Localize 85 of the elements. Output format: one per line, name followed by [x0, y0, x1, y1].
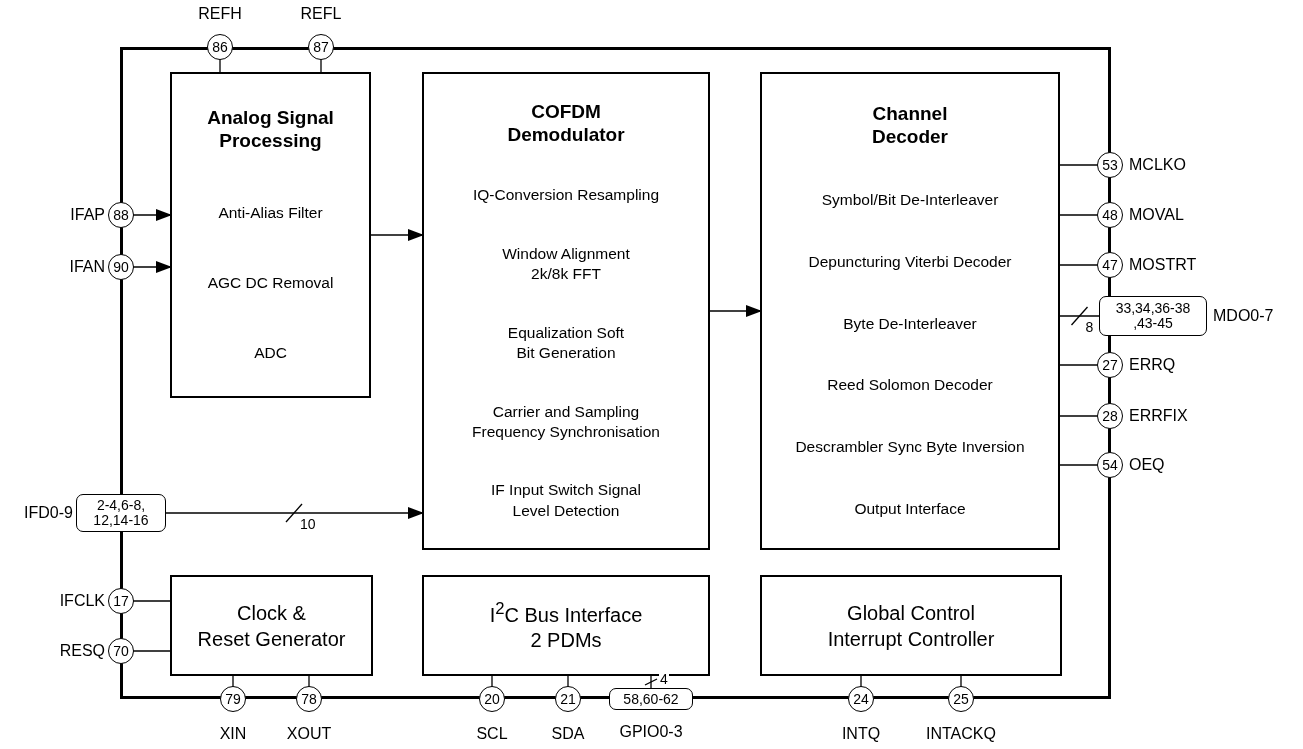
block-text: IQ-Conversion Resampling: [472, 185, 660, 206]
pin-number-circle: 24: [848, 686, 874, 712]
pin-label: IFCLK: [59, 593, 105, 609]
pin-label: MOVAL: [1129, 207, 1184, 223]
function-block: [170, 575, 373, 676]
pin-number-circle: 28: [1097, 403, 1123, 429]
pin-number-box: 2-4,6-8, 12,14-16: [76, 494, 166, 532]
signal-line: [960, 674, 962, 688]
block-title: Analog Signal Processing: [206, 107, 335, 153]
block-title: Channel Decoder: [871, 102, 949, 149]
function-block: [760, 72, 1060, 550]
block-text: Byte De-Interleaver: [843, 313, 977, 334]
pin-number-circle: 86: [207, 34, 233, 60]
signal-line: [567, 674, 569, 688]
pin-label: MDO0-7: [1213, 308, 1274, 324]
pin-label: SDA: [551, 726, 585, 742]
block-title: COFDM Demodulator: [506, 101, 626, 147]
pin-number-circle: 78: [296, 686, 322, 712]
pin-number-circle: 79: [220, 686, 246, 712]
block-text: Carrier and Sampling Frequency Synchronisation: [471, 401, 661, 442]
pin-number-box: 33,34,36-38 ,43-45: [1099, 296, 1207, 336]
pin-number-circle: 17: [108, 588, 134, 614]
block-text: ADC: [254, 342, 287, 363]
signal-line: [132, 650, 172, 652]
pin-number-circle: 90: [108, 254, 134, 280]
pin-number-circle: 27: [1097, 352, 1123, 378]
pin-number-circle: 48: [1097, 202, 1123, 228]
pin-label: ERRFIX: [1129, 408, 1188, 424]
signal-line: [644, 674, 658, 690]
pin-number-circle: 87: [308, 34, 334, 60]
pin-number-circle: 53: [1097, 152, 1123, 178]
pin-label: REFL: [300, 6, 342, 22]
signal-line: [491, 674, 493, 688]
pin-label: IFAN: [69, 259, 105, 275]
signal-line: [308, 674, 310, 688]
block-text: Descrambler Sync Byte Inversion: [795, 437, 1025, 458]
pin-label: XOUT: [286, 726, 332, 742]
block-text: Output Interface: [854, 498, 966, 519]
signal-arrow: [164, 503, 424, 523]
pin-number-circle: 88: [108, 202, 134, 228]
signal-line: [232, 674, 234, 688]
pin-label: INTACKQ: [926, 726, 996, 742]
pin-label: MCLKO: [1129, 157, 1186, 173]
block-text: AGC DC Removal: [207, 272, 334, 293]
pin-label: INTQ: [841, 726, 881, 742]
signal-arrow: [132, 261, 172, 273]
pin-label: IFAP: [70, 207, 105, 223]
pin-number-circle: 47: [1097, 252, 1123, 278]
bus-width-label: 4: [659, 672, 669, 686]
signal-arrow: [132, 209, 172, 221]
pin-number-circle: 21: [555, 686, 581, 712]
pin-label: MOSTRT: [1129, 257, 1197, 273]
block-text: Equalization Soft Bit Generation: [506, 322, 626, 363]
block-text: Anti-Alias Filter: [218, 202, 323, 223]
pin-label: GPIO0-3: [619, 724, 683, 740]
function-block: [422, 575, 710, 676]
pin-label: SCL: [476, 726, 508, 742]
bus-width-label: 10: [299, 517, 317, 531]
pin-label: ERRQ: [1129, 357, 1176, 373]
function-block: [170, 72, 371, 398]
block-text: Clock & Reset Generator: [196, 600, 347, 652]
pin-number-circle: 20: [479, 686, 505, 712]
pin-label: OEQ: [1129, 457, 1165, 473]
bus-width-label: 8: [1084, 320, 1095, 334]
block-text: Window Alignment 2k/8k FFT: [501, 244, 631, 285]
pin-label: XIN: [219, 726, 247, 742]
pin-number-circle: 25: [948, 686, 974, 712]
block-text: Symbol/Bit De-Interleaver: [821, 190, 999, 211]
pin-number-box: 58,60-62: [609, 688, 693, 710]
block-text: I$^{2}$C Bus Interface 2 PDMs: [488, 597, 644, 654]
signal-line: [132, 600, 172, 602]
function-block: [760, 575, 1062, 676]
function-block: [422, 72, 710, 550]
block-text: Reed Solomon Decoder: [827, 375, 993, 396]
pin-label: IFD0-9: [24, 505, 73, 521]
pin-number-circle: 70: [108, 638, 134, 664]
signal-line: [320, 58, 322, 74]
signal-line: [219, 58, 221, 74]
pin-label: REFH: [198, 6, 242, 22]
pin-number-circle: 54: [1097, 452, 1123, 478]
block-text: Depuncturing Viterbi Decoder: [808, 251, 1012, 272]
block-text: Global Control Interrupt Controller: [826, 600, 996, 652]
pin-label: RESQ: [59, 643, 105, 659]
signal-line: [860, 674, 862, 688]
block-text: IF Input Switch Signal Level Detection: [490, 480, 642, 521]
